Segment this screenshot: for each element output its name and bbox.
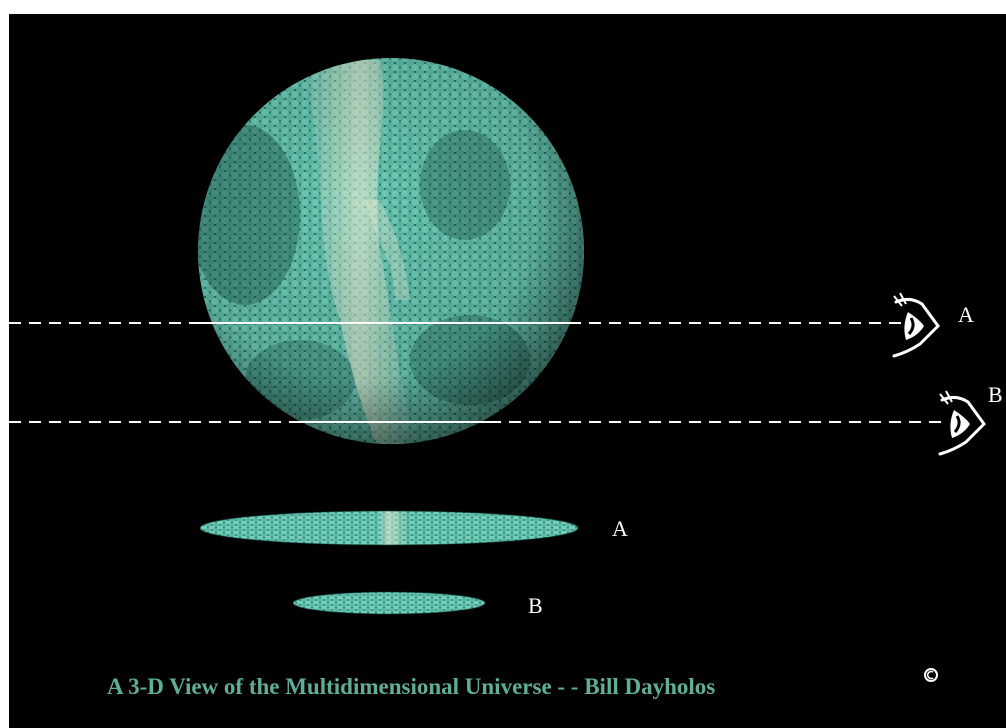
slice-label-a: A: [612, 516, 628, 541]
eye-label-a: A: [958, 302, 974, 327]
eye-label-b: B: [988, 382, 1003, 407]
slice-label-b: B: [528, 593, 543, 618]
copyright-icon: ©: [924, 668, 938, 682]
sphere: [198, 58, 584, 444]
eye-icon: [892, 292, 940, 358]
cross-section-b: [292, 591, 486, 615]
eye-icon: [938, 390, 986, 456]
cross-section-a: [199, 510, 579, 546]
caption: A 3-D View of the Multidimensional Unive…: [107, 674, 715, 699]
